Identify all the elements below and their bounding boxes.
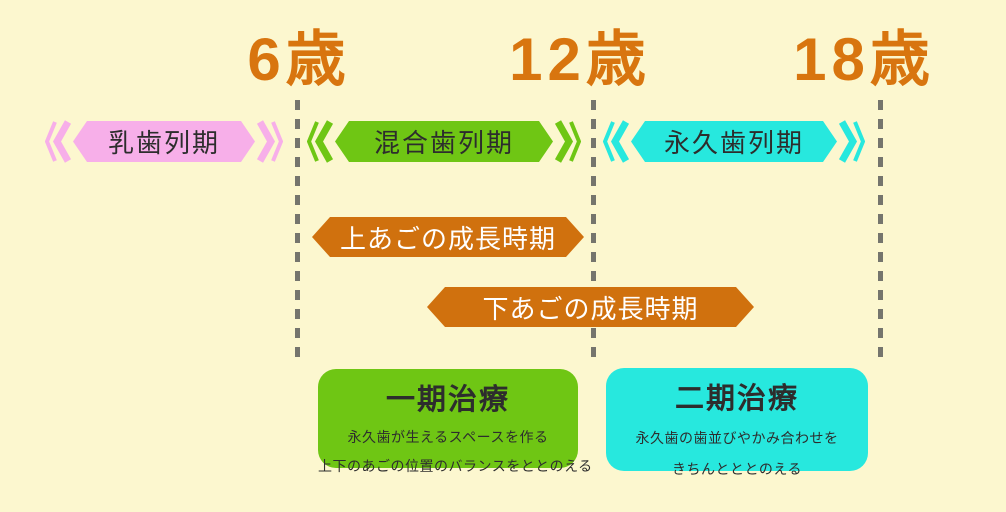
cyan-ribbon-shape: [603, 120, 865, 163]
orange-hexagon-shape: [312, 217, 584, 257]
chevron-right-icon: [256, 120, 283, 163]
pink-ribbon-shape: [45, 120, 283, 163]
band-permanent-dentition: 永久歯列期: [603, 120, 865, 163]
band-label: 永久歯列期: [663, 128, 804, 158]
growth-bar-label: 上あごの成長時期: [339, 223, 556, 254]
chevron-left-icon: [307, 120, 334, 163]
treatment-description-line: 永久歯が生えるスペースを作る: [347, 429, 549, 445]
card-phase2-treatment: 二期治療 永久歯の歯並びやかみ合わせを きちんとととのえる: [606, 368, 868, 477]
band-mixed-dentition: 混合歯列期: [307, 120, 581, 163]
band-label: 混合歯列期: [373, 128, 514, 158]
chevron-left-icon: [45, 120, 72, 163]
bar-upper-jaw-growth: 上あごの成長時期: [310, 216, 586, 258]
divider-age-18: [878, 100, 883, 358]
band-label: 乳歯列期: [107, 128, 220, 158]
age-label-18: 18歳: [793, 26, 935, 93]
chevron-right-icon: [554, 120, 581, 163]
divider-age-6: [295, 100, 300, 358]
age-label-12: 12歳: [509, 26, 651, 93]
treatment-title: 二期治療: [674, 383, 799, 415]
orange-hexagon-shape: [427, 287, 754, 327]
growth-bar-label: 下あごの成長時期: [482, 293, 699, 324]
treatment-description-line: きちんとととのえる: [672, 461, 802, 477]
treatment-description-line: 上下のあごの位置のバランスをととのえる: [318, 458, 593, 474]
chevron-left-icon: [603, 120, 630, 163]
treatment-title: 一期治療: [385, 384, 510, 416]
treatment-description-line: 永久歯の歯並びやかみ合わせを: [635, 430, 839, 446]
divider-age-12: [591, 100, 596, 358]
card-phase1-treatment: 一期治療 永久歯が生えるスペースを作る 上下のあごの位置のバランスをととのえる: [318, 369, 592, 474]
green-ribbon-shape: [307, 120, 581, 163]
age-label-6: 6歳: [247, 26, 351, 93]
bar-lower-jaw-growth: 下あごの成長時期: [425, 286, 756, 328]
band-primary-dentition: 乳歯列期: [45, 120, 283, 163]
chevron-right-icon: [838, 120, 865, 163]
